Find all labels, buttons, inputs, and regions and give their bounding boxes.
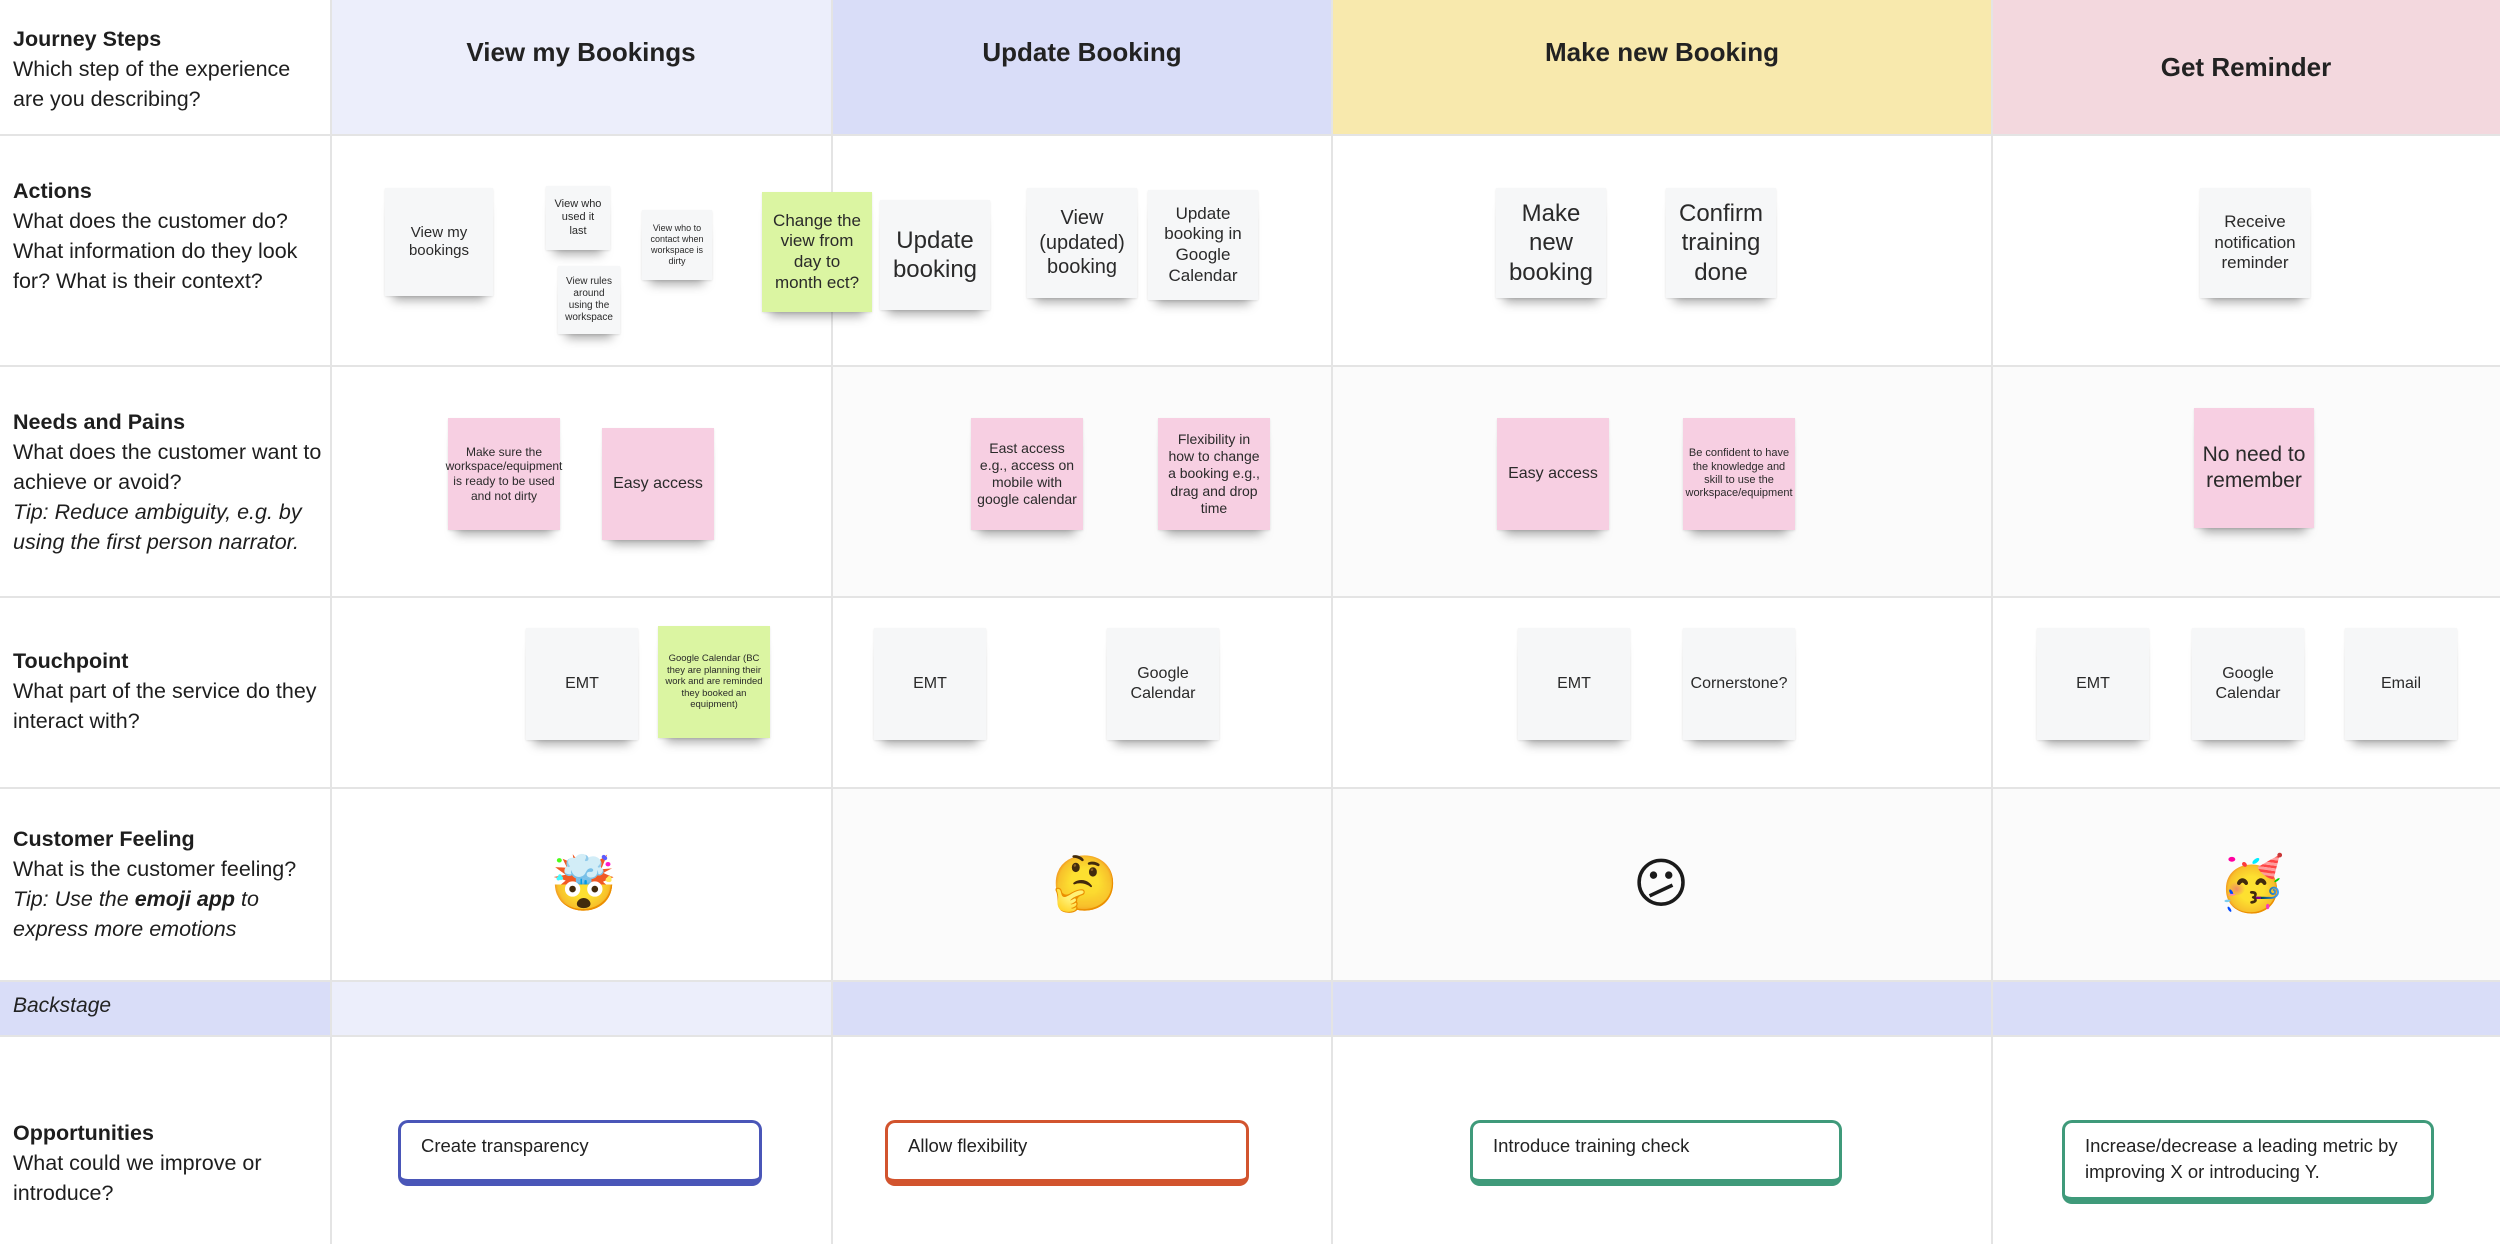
row-title: Opportunities [13, 1121, 154, 1145]
row-tip: Tip: Use the emoji app to express more e… [13, 887, 259, 941]
row-desc: What does the customer want to achieve o… [13, 440, 322, 494]
sticky-need-flexibility[interactable]: Flexibility in how to change a booking e… [1158, 418, 1270, 530]
sticky-view-updated-booking[interactable]: View (updated) booking [1027, 188, 1137, 298]
row-label-needs: Needs and Pains What does the customer w… [13, 407, 323, 557]
emoji-thinking-face: 🤔 [1051, 852, 1119, 915]
backstage-band: Backstage [0, 980, 2500, 1036]
backstage-bg-1 [330, 980, 832, 1036]
row-divider [0, 1035, 2500, 1037]
col-divider [1991, 0, 1993, 1244]
backstage-bg-2 [832, 980, 2500, 1036]
sticky-view-rules[interactable]: View rules around using the workspace [558, 266, 620, 334]
opportunity-allow-flexibility[interactable]: Allow flexibility [885, 1120, 1249, 1186]
sticky-need-east-access[interactable]: East access e.g., access on mobile with … [971, 418, 1083, 530]
opportunity-training-check[interactable]: Introduce training check [1470, 1120, 1842, 1186]
row-divider [0, 980, 2500, 982]
sticky-tp-emt-2[interactable]: EMT [874, 628, 986, 740]
feeling-bg [832, 788, 2500, 980]
col-divider [1331, 0, 1333, 1244]
row-title: Actions [13, 179, 92, 203]
row-desc: Which step of the experience are you des… [13, 57, 291, 111]
phase-bg-1 [330, 0, 832, 134]
sticky-need-ready[interactable]: Make sure the workspace/equipment is rea… [446, 418, 562, 530]
tip-pre: Tip: Use the [13, 887, 135, 911]
row-label-journey: Journey Steps Which step of the experien… [13, 24, 323, 114]
row-label-opportunities: Opportunities What could we improve or i… [13, 1118, 323, 1208]
tip-bold: emoji app [134, 887, 236, 911]
emoji-confused-face: 😕 [1632, 852, 1690, 915]
sticky-view-my-bookings[interactable]: View my bookings [385, 188, 493, 296]
sticky-tp-gcal-1[interactable]: Google Calendar (BC they are planning th… [658, 626, 770, 738]
phase-bg-4 [1992, 0, 2500, 134]
sticky-need-easy-access-2[interactable]: Easy access [1497, 418, 1609, 530]
row-tip: Tip: Reduce ambiguity, e.g. by using the… [13, 500, 302, 554]
tip-post: to express more emotions [13, 887, 259, 941]
phase-title-make-booking: Make new Booking [1544, 36, 1780, 67]
row-divider [0, 596, 2500, 598]
opportunity-leading-metric[interactable]: Increase/decrease a leading metric by im… [2062, 1120, 2434, 1204]
sticky-tp-emt-3[interactable]: EMT [1518, 628, 1630, 740]
backstage-label: Backstage [13, 994, 112, 1017]
row-label-feeling: Customer Feeling What is the customer fe… [13, 824, 323, 944]
row-desc: What part of the service do they interac… [13, 679, 317, 733]
sticky-tp-gcal-2[interactable]: Google Calendar [1107, 628, 1219, 740]
row-label-touchpoint: Touchpoint What part of the service do t… [13, 646, 323, 736]
phase-title-update-booking: Update Booking [982, 36, 1182, 67]
row-divider [0, 787, 2500, 789]
opportunity-create-transparency[interactable]: Create transparency [398, 1120, 762, 1186]
sticky-tp-email[interactable]: Email [2345, 628, 2457, 740]
sticky-view-who-contact[interactable]: View who to contact when workspace is di… [642, 210, 712, 280]
backstage-label-bg [0, 980, 330, 1036]
row-desc: What does the customer do? What informat… [13, 209, 298, 293]
sticky-receive-reminder[interactable]: Receive notification reminder [2200, 188, 2310, 298]
sticky-update-booking[interactable]: Update booking [880, 200, 990, 310]
row-title: Needs and Pains [13, 410, 186, 434]
row-desc: What is the customer feeling? [13, 857, 297, 881]
phase-bg-2 [832, 0, 1332, 134]
sticky-tp-cornerstone[interactable]: Cornerstone? [1683, 628, 1795, 740]
sticky-tp-gcal-4[interactable]: Google Calendar [2192, 628, 2304, 740]
emoji-partying-face: 🥳 [2218, 852, 2286, 915]
sticky-make-new-booking[interactable]: Make new booking [1496, 188, 1606, 298]
emoji-exploding-head: 🤯 [550, 852, 618, 915]
phase-bg-3 [1332, 0, 1992, 134]
sticky-tp-emt-4[interactable]: EMT [2037, 628, 2149, 740]
phase-title-view-bookings: View my Bookings [466, 36, 696, 67]
row-title: Touchpoint [13, 649, 129, 673]
sticky-update-gcal[interactable]: Update booking in Google Calendar [1148, 190, 1258, 300]
row-label-actions: Actions What does the customer do? What … [13, 176, 323, 296]
sticky-tp-emt-1[interactable]: EMT [526, 628, 638, 740]
sticky-need-no-remember[interactable]: No need to remember [2194, 408, 2314, 528]
sticky-need-confident[interactable]: Be confident to have the knowledge and s… [1683, 418, 1795, 530]
sticky-confirm-training[interactable]: Confirm training done [1666, 188, 1776, 298]
col-divider [330, 0, 332, 1244]
row-desc: What could we improve or introduce? [13, 1151, 262, 1205]
sticky-view-who-used[interactable]: View who used it last [546, 186, 610, 250]
row-title: Customer Feeling [13, 827, 195, 851]
phase-title-get-reminder: Get Reminder [2160, 51, 2332, 82]
row-title: Journey Steps [13, 27, 162, 51]
sticky-need-easy-access-1[interactable]: Easy access [602, 428, 714, 540]
row-divider [0, 134, 2500, 136]
sticky-change-view[interactable]: Change the view from day to month ect? [762, 192, 872, 312]
row-divider [0, 365, 2500, 367]
col-divider [831, 0, 833, 1244]
